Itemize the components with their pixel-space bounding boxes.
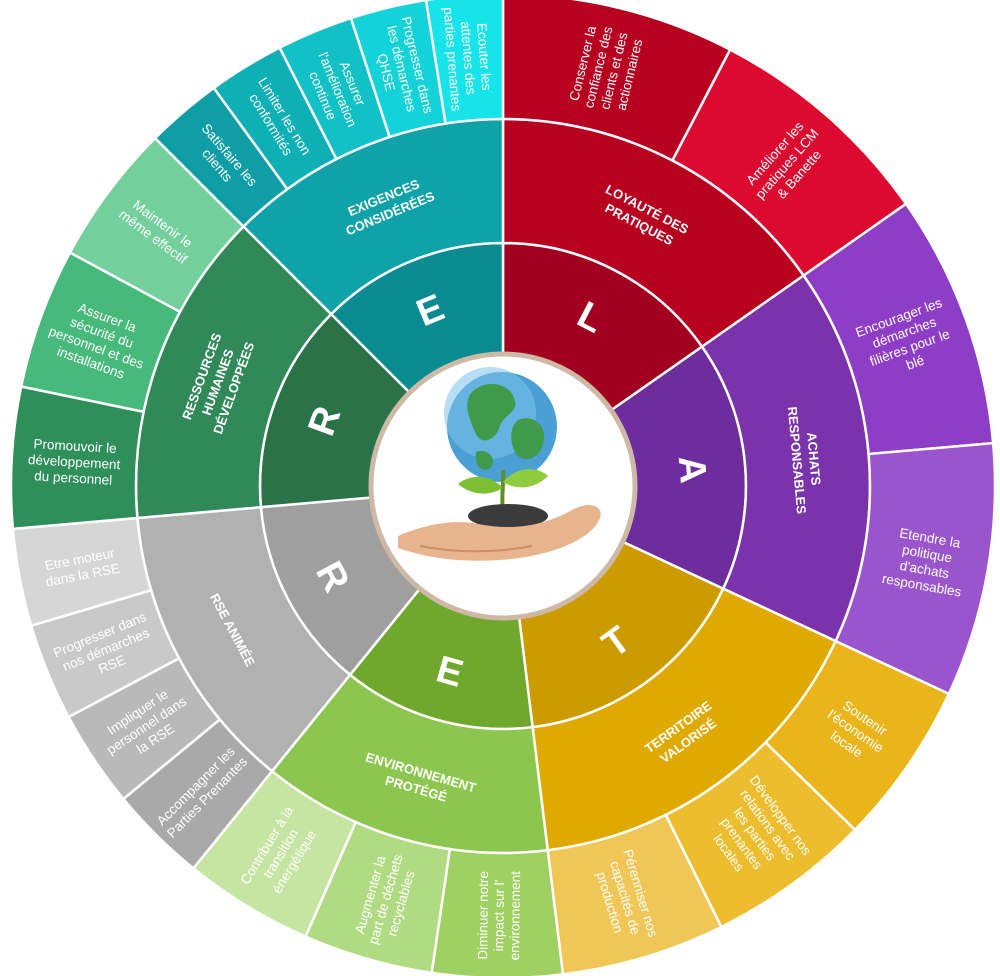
sector-letter: A [670, 454, 714, 485]
hand-icon [398, 504, 601, 561]
goal-label: Développer nosrelations avecles partiesp… [695, 773, 815, 896]
seedling-icon [458, 469, 548, 528]
wheel-rings [9, 0, 997, 976]
center-illustration [368, 351, 638, 621]
goal-label: Augmenter lapart de déchetsrecyclables [350, 848, 421, 951]
goal-label: Promouvoir ledéveloppementdu personnel [27, 436, 122, 488]
goal-segment-6-4 [424, 0, 505, 125]
globe-icon [444, 367, 557, 482]
goal-label: Diminuer notreimpact sur l'environnement [475, 870, 523, 960]
